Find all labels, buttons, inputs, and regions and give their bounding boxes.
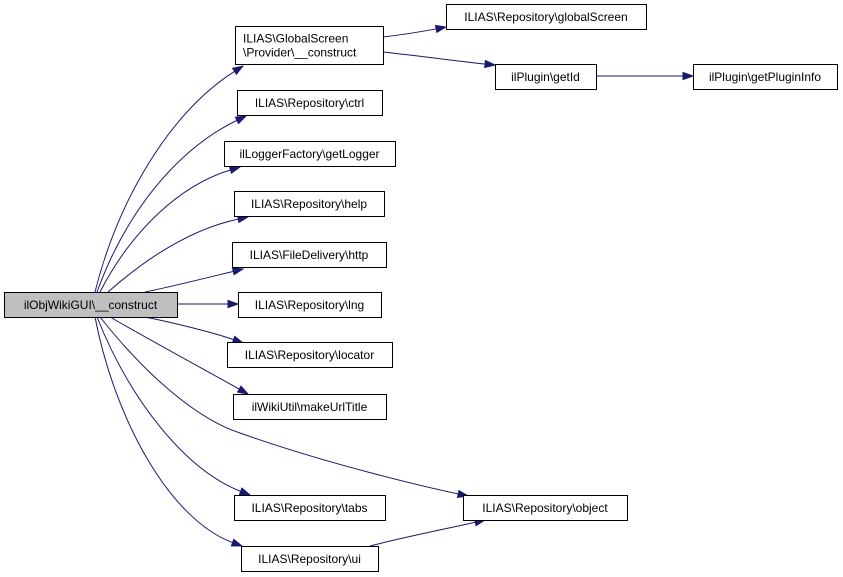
node-label: ILIAS\Repository\locator	[245, 348, 374, 362]
edge-n0-to-n1	[94, 65, 245, 293]
arrowhead-icon	[434, 24, 448, 34]
node-label: ILIAS\Repository\ctrl	[255, 96, 364, 110]
node-box[interactable]	[463, 495, 628, 521]
node-box[interactable]	[232, 242, 387, 268]
node-label: ILIAS\FileDelivery\http	[250, 248, 369, 262]
edge-n0-to-n7	[107, 215, 250, 293]
edge-line	[369, 521, 477, 547]
arrowhead-icon	[227, 299, 240, 309]
edge-n0-to-n10	[144, 316, 245, 344]
node-box[interactable]	[224, 141, 396, 167]
edge-n1-to-n2	[382, 24, 448, 38]
node-label: ilLoggerFactory\getLogger	[239, 147, 379, 161]
arrowhead-icon	[228, 165, 242, 175]
function-node[interactable]: ILIAS\Repository\help	[234, 191, 385, 217]
node-label: ilPlugin\getPluginInfo	[709, 70, 821, 84]
arrowhead-icon	[230, 538, 244, 547]
edge-n14-to-n12	[369, 518, 487, 547]
edge-line	[107, 218, 240, 293]
edge-line	[144, 316, 235, 341]
function-node[interactable]: ilPlugin\getPluginInfo	[693, 64, 838, 90]
arrowhead-icon	[231, 267, 245, 276]
node-label: ILIAS\Repository\object	[482, 501, 608, 515]
nodes-layer: ilObjWikiGUI\__construct ILIAS\GlobalScre…	[4, 4, 838, 572]
node-box[interactable]	[238, 292, 382, 318]
node-box[interactable]	[234, 495, 386, 521]
function-node[interactable]: ILIAS\FileDelivery\http	[232, 242, 387, 268]
edge-n0-to-n5	[96, 115, 248, 293]
node-label: ILIAS\Repository\help	[251, 197, 367, 211]
function-node[interactable]: ILIAS\GlobalScreen\Provider\__construct	[235, 26, 384, 65]
node-label: ILIAS\Repository\ui	[258, 552, 361, 566]
arrowhead-icon	[238, 487, 252, 496]
node-box[interactable]	[235, 26, 384, 65]
node-label: ILIAS\Repository\lng	[255, 298, 364, 312]
edge-line	[94, 316, 234, 544]
node-box[interactable]	[227, 342, 393, 368]
edge-line	[94, 70, 236, 293]
edge-n3-to-n4	[595, 71, 695, 81]
node-label: ILIAS\Repository\tabs	[251, 501, 367, 515]
node-box[interactable]	[495, 64, 597, 90]
node-box[interactable]	[446, 4, 647, 30]
edge-line	[382, 51, 487, 65]
arrowhead-icon	[234, 115, 248, 125]
node-label: ilPlugin\getId	[511, 70, 580, 84]
edge-line	[96, 316, 242, 493]
function-node[interactable]: ILIAS\Repository\tabs	[234, 495, 386, 521]
edge-n0-to-n14	[94, 316, 244, 547]
function-node[interactable]: ILIAS\Repository\lng	[238, 292, 382, 318]
edge-line	[96, 119, 239, 293]
node-label: ilWikiUtil\makeUrlTitle	[252, 400, 368, 414]
edge-n1-to-n3	[382, 51, 497, 69]
edge-line	[99, 316, 460, 495]
function-node[interactable]: ILIAS\Repository\object	[463, 495, 628, 521]
node-label: ILIAS\GlobalScreen	[243, 32, 348, 46]
edge-line	[99, 169, 232, 293]
node-box[interactable]	[4, 292, 178, 318]
function-node[interactable]: ilLoggerFactory\getLogger	[224, 141, 396, 167]
root-function-node[interactable]: ilObjWikiGUI\__construct	[4, 292, 178, 318]
function-node[interactable]: ILIAS\Repository\ctrl	[237, 90, 383, 116]
arrowhead-icon	[236, 385, 250, 395]
function-node[interactable]: ILIAS\Repository\locator	[227, 342, 393, 368]
node-box[interactable]	[693, 64, 838, 90]
edge-n0-to-n11	[109, 316, 250, 395]
node-box[interactable]	[234, 191, 385, 217]
node-box[interactable]	[241, 546, 379, 572]
function-node[interactable]: ILIAS\Repository\ui	[241, 546, 379, 572]
function-node[interactable]: ILIAS\Repository\globalScreen	[446, 4, 647, 30]
edge-n0-to-n6	[99, 165, 242, 293]
edge-line	[109, 316, 241, 391]
edges-layer	[94, 24, 695, 547]
arrowhead-icon	[682, 71, 695, 81]
edge-n0-to-n9	[176, 299, 240, 309]
node-box[interactable]	[233, 394, 387, 420]
edge-n0-to-n8	[144, 267, 245, 293]
function-node[interactable]: ilWikiUtil\makeUrlTitle	[233, 394, 387, 420]
node-label: ilObjWikiGUI\__construct	[24, 298, 158, 312]
edge-n0-to-n13	[96, 316, 252, 496]
arrowhead-icon	[231, 65, 245, 76]
edge-line	[144, 270, 235, 293]
function-node[interactable]: ilPlugin\getId	[495, 64, 597, 90]
node-label: \Provider\__construct	[243, 46, 357, 60]
node-label: ILIAS\Repository\globalScreen	[464, 10, 627, 24]
node-box[interactable]	[237, 90, 383, 116]
edge-line	[382, 28, 438, 38]
arrowhead-icon	[484, 59, 497, 69]
